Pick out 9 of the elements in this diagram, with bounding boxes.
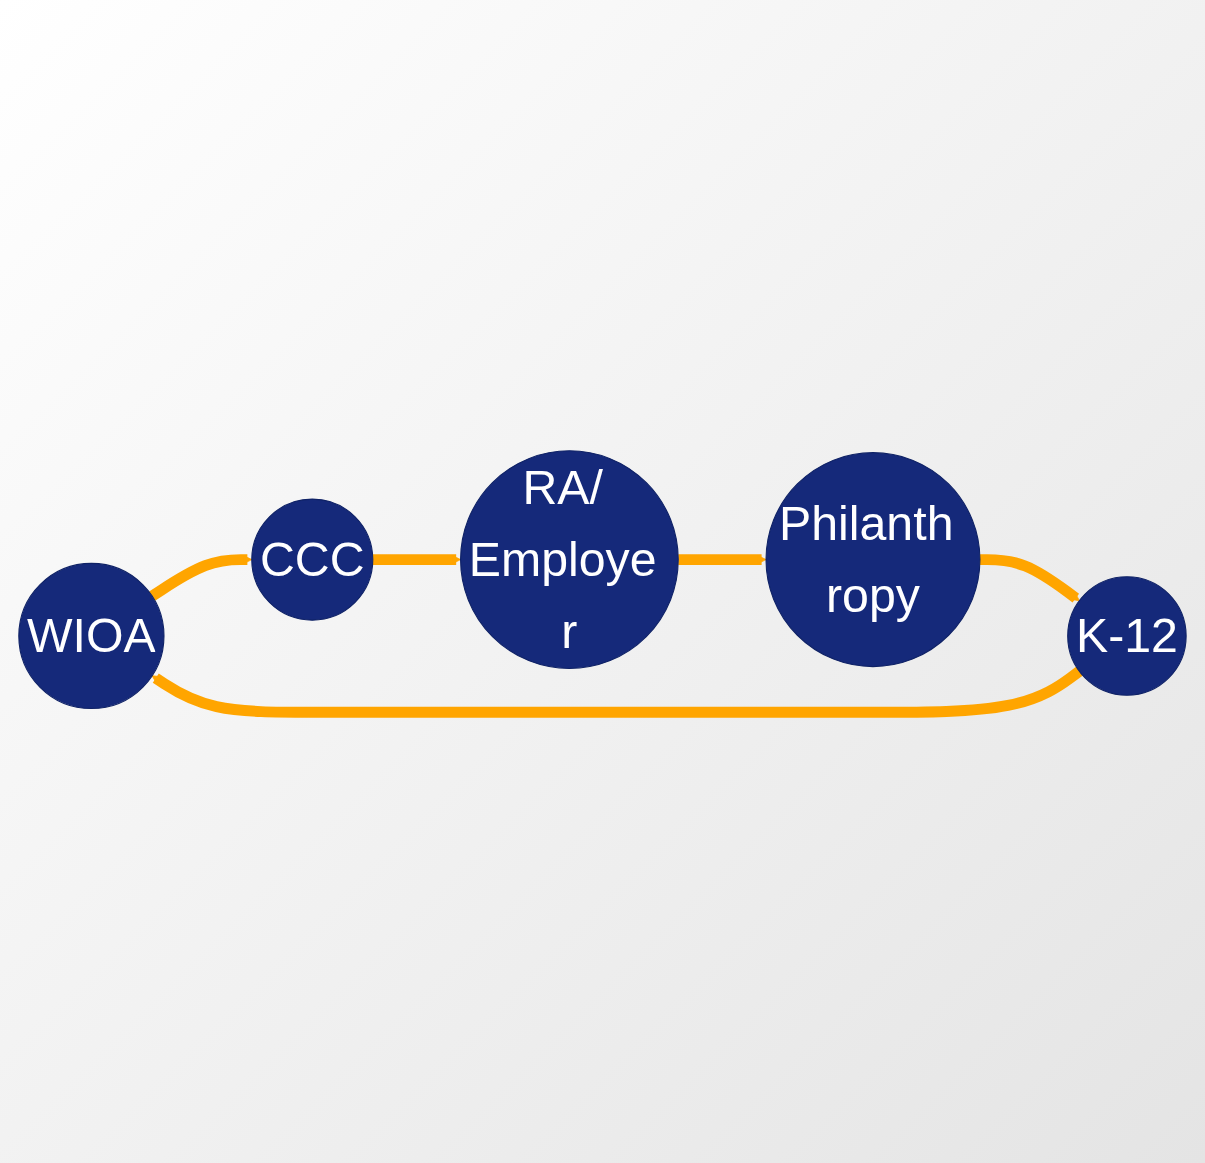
arrow — [979, 554, 1080, 603]
node-circle: WIOA — [18, 562, 165, 710]
node-circle: CCC — [251, 498, 374, 621]
node-circle: RA/ Employe r — [460, 450, 679, 669]
arrow — [372, 554, 461, 566]
node-circle: Philanth ropy — [765, 452, 981, 668]
arrow — [151, 666, 1083, 718]
arrow — [678, 554, 767, 566]
node-circle: K-12 — [1067, 576, 1187, 696]
